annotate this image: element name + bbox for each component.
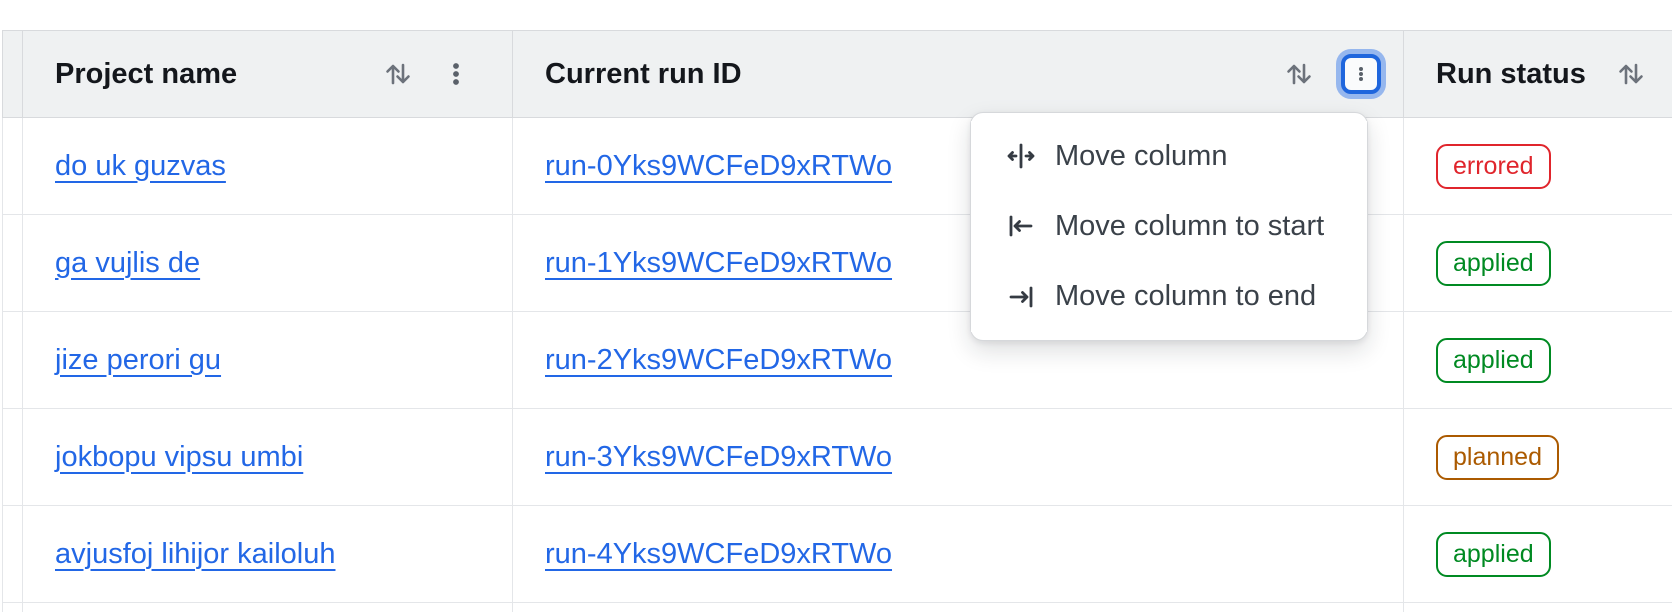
sort-arrows-icon bbox=[386, 63, 410, 85]
table-row: ga vujlis de run-1Yks9WCFeD9xRTWo applie… bbox=[2, 215, 1672, 312]
sort-run-status-button[interactable] bbox=[1615, 58, 1647, 90]
project-link[interactable]: jize perori gu bbox=[55, 343, 222, 376]
current-run-id-column-menu-button[interactable] bbox=[1341, 54, 1381, 94]
kebab-menu-icon bbox=[1359, 67, 1363, 81]
sort-arrows-icon bbox=[1619, 63, 1643, 85]
table-row: jize perori gu run-2Yks9WCFeD9xRTWo appl… bbox=[2, 312, 1672, 409]
menu-item-label: Move column to start bbox=[1055, 209, 1325, 242]
table-row: avjusfoj lihijor kailoluh run-4Yks9WCFeD… bbox=[2, 506, 1672, 603]
run-id-link[interactable]: run-0Yks9WCFeD9xRTWo bbox=[545, 149, 893, 182]
project-link[interactable]: jokbopu vipsu umbi bbox=[55, 440, 304, 473]
table-row-partial bbox=[2, 603, 1672, 612]
table-row: do uk guzvas run-0Yks9WCFeD9xRTWo errore… bbox=[2, 118, 1672, 215]
menu-item-move-column-to-end[interactable]: Move column to end bbox=[971, 261, 1367, 332]
menu-item-move-column[interactable]: Move column bbox=[971, 121, 1367, 192]
header-cell-run-status: Run status bbox=[1404, 31, 1672, 117]
header-cell-current-run-id: Current run ID bbox=[513, 31, 1404, 117]
move-column-to-end-icon bbox=[1009, 286, 1033, 308]
move-column-to-start-icon bbox=[1009, 216, 1033, 237]
run-status-badge: applied bbox=[1436, 337, 1551, 383]
column-options-menu: Move column Move column to start Move co… bbox=[970, 112, 1368, 341]
menu-item-move-column-to-start[interactable]: Move column to start bbox=[971, 191, 1367, 262]
run-status-badge: applied bbox=[1436, 240, 1551, 286]
project-link[interactable]: avjusfoj lihijor kailoluh bbox=[55, 537, 336, 570]
run-status-badge: applied bbox=[1436, 531, 1551, 577]
project-name-column-menu-button[interactable] bbox=[440, 58, 472, 90]
table-header-row: Project name Curre bbox=[2, 30, 1672, 118]
project-link[interactable]: do uk guzvas bbox=[55, 149, 226, 182]
column-label-run-status: Run status bbox=[1436, 57, 1586, 90]
kebab-menu-icon bbox=[453, 63, 459, 85]
table-row: jokbopu vipsu umbi run-3Yks9WCFeD9xRTWo … bbox=[2, 409, 1672, 506]
project-link[interactable]: ga vujlis de bbox=[55, 246, 201, 279]
header-cell-spacer bbox=[3, 31, 23, 117]
header-cell-project-name: Project name bbox=[23, 31, 513, 117]
run-id-link[interactable]: run-1Yks9WCFeD9xRTWo bbox=[545, 246, 893, 279]
sort-current-run-id-button[interactable] bbox=[1283, 58, 1315, 90]
move-column-icon bbox=[1007, 143, 1035, 169]
projects-table: Project name Curre bbox=[2, 30, 1672, 612]
column-label-project-name: Project name bbox=[55, 57, 238, 90]
run-status-badge: planned bbox=[1436, 434, 1559, 480]
run-status-badge: errored bbox=[1436, 143, 1551, 189]
menu-item-label: Move column to end bbox=[1055, 280, 1317, 313]
run-id-link[interactable]: run-2Yks9WCFeD9xRTWo bbox=[545, 343, 893, 376]
menu-item-label: Move column bbox=[1055, 139, 1228, 172]
sort-arrows-icon bbox=[1287, 63, 1311, 85]
column-label-current-run-id: Current run ID bbox=[545, 57, 742, 90]
sort-project-name-button[interactable] bbox=[382, 58, 414, 90]
run-id-link[interactable]: run-4Yks9WCFeD9xRTWo bbox=[545, 537, 893, 570]
run-id-link[interactable]: run-3Yks9WCFeD9xRTWo bbox=[545, 440, 893, 473]
